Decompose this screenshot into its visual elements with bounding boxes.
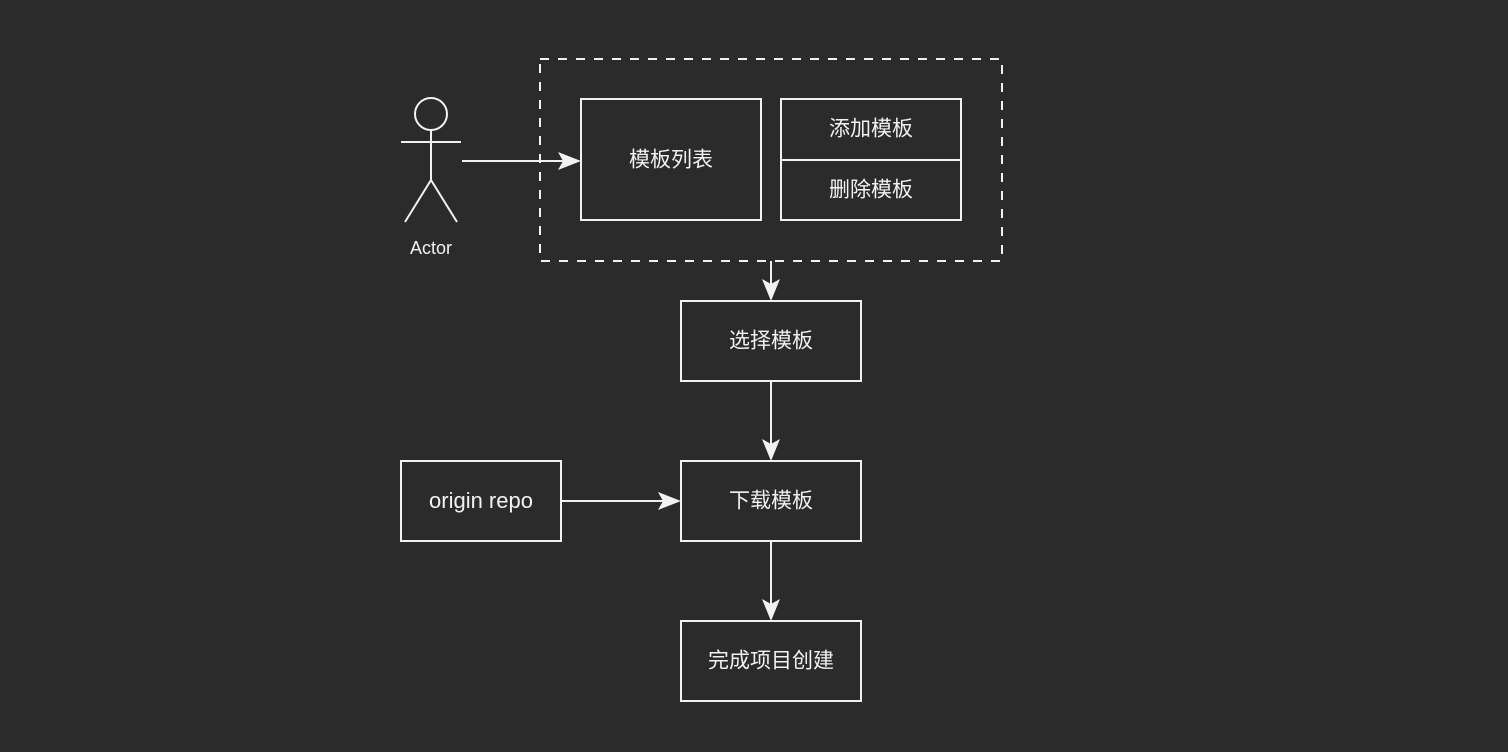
- edge-select-to-download: [762, 381, 780, 461]
- arrow-head-concave-dart-icon: [762, 599, 780, 621]
- node-finish-project-creation[interactable]: 完成项目创建: [680, 620, 862, 702]
- node-template-list[interactable]: 模板列表: [580, 98, 762, 221]
- edge-origin-repo-to-download: [561, 492, 681, 510]
- actor-head-icon: [414, 97, 448, 131]
- node-select-template[interactable]: 选择模板: [680, 300, 862, 382]
- template-list-label: 模板列表: [629, 149, 713, 172]
- node-download-template[interactable]: 下载模板: [680, 460, 862, 542]
- select-template-label: 选择模板: [729, 330, 813, 353]
- actor-label: Actor: [410, 238, 452, 258]
- arrow-head-solid-triangle-icon: [658, 492, 681, 510]
- actor-leg-right-line: [430, 179, 458, 223]
- arrow-head-solid-triangle-icon: [558, 152, 581, 170]
- arrow-head-concave-dart-icon: [762, 439, 780, 461]
- edge-actor-to-template-list: [462, 152, 581, 170]
- origin-repo-label: origin repo: [429, 488, 533, 513]
- node-origin-repo[interactable]: origin repo: [400, 460, 562, 542]
- actor-leg-left-line: [404, 179, 432, 223]
- node-template-actions[interactable]: 添加模板 删除模板: [780, 98, 962, 221]
- download-template-label: 下载模板: [729, 490, 813, 513]
- edge-group-to-select-template: [762, 261, 780, 301]
- delete-template-label[interactable]: 删除模板: [829, 179, 913, 202]
- template-list-box: [580, 98, 762, 221]
- add-template-label[interactable]: 添加模板: [829, 118, 913, 141]
- actor-figure[interactable]: Actor: [401, 97, 461, 258]
- edge-download-to-finish: [762, 541, 780, 621]
- arrow-head-concave-dart-icon: [762, 279, 780, 301]
- finish-project-creation-label: 完成项目创建: [708, 650, 834, 673]
